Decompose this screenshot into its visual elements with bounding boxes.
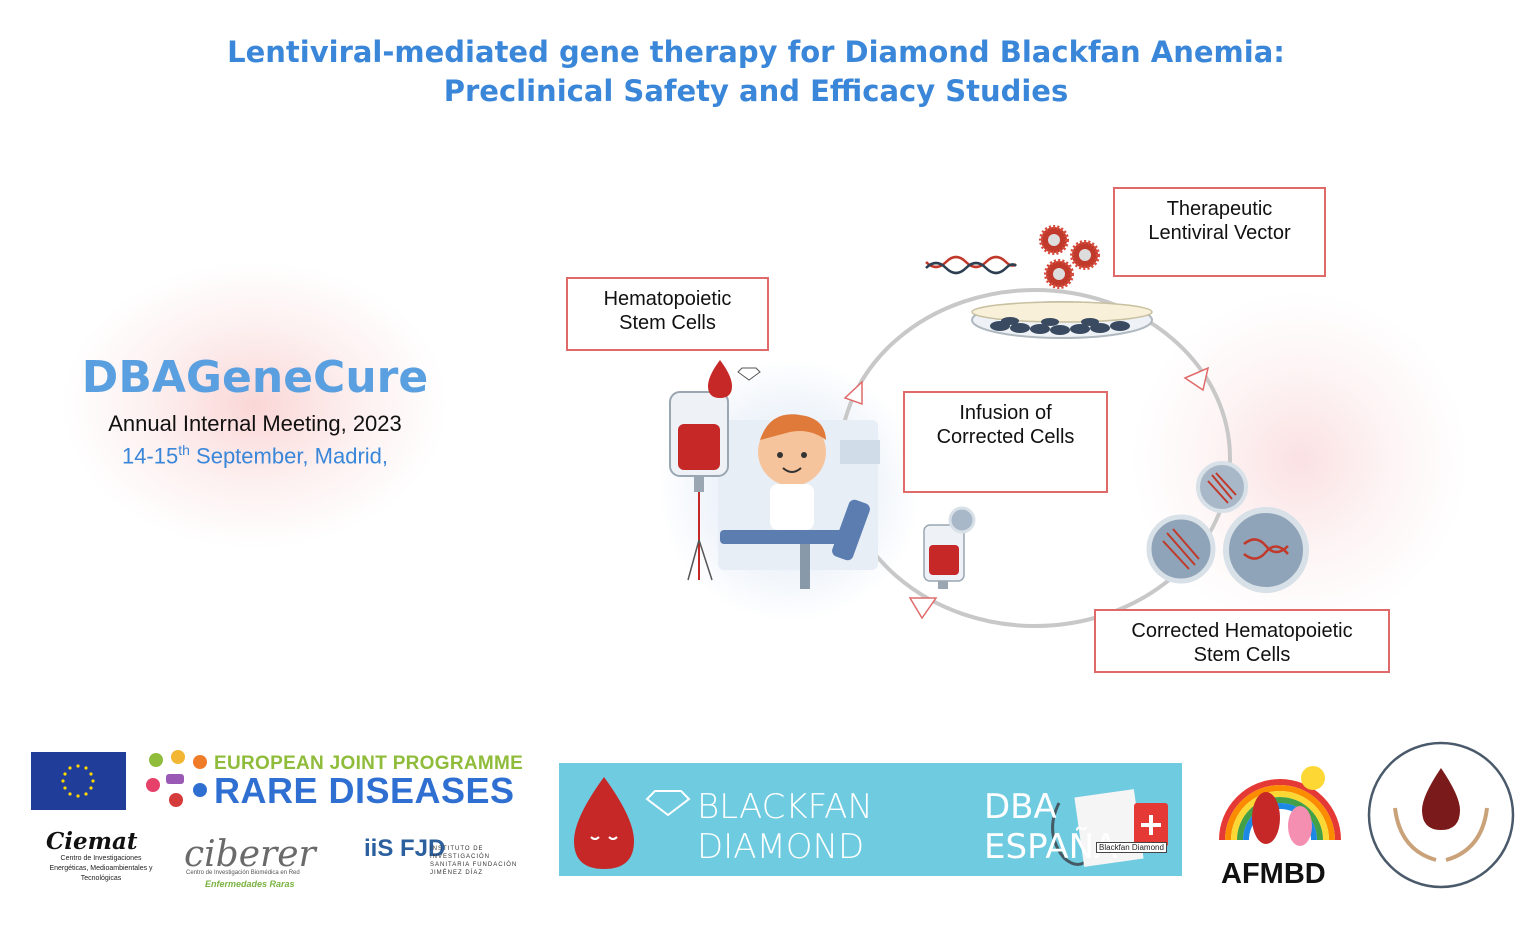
afmbd-name: AFMBD: [1221, 858, 1326, 890]
box-infusion-line1: Infusion of: [959, 402, 1052, 424]
box-infusion: Infusion of Corrected Cells: [903, 391, 1108, 493]
box-corrected-line1: Corrected Hematopoietic: [1131, 620, 1353, 642]
date-suffix: September, Madrid,: [189, 443, 389, 469]
meeting-glow: [60, 260, 450, 550]
title-line-1: Lentiviral-mediated gene therapy for Dia…: [227, 35, 1285, 69]
box-infusion-line2: Corrected Cells: [936, 426, 1075, 448]
ciberer-sub: Centro de Investigación Biomédica en Red: [186, 870, 300, 876]
box-corrected-line2: Stem Cells: [1193, 644, 1291, 666]
box-hsc-line2: Stem Cells: [619, 312, 716, 334]
iis-name: iiS FJD: [364, 835, 446, 862]
corrected-cell: [1196, 461, 1248, 513]
ciemat-name: Ciemat: [46, 828, 138, 855]
ciberer-sub2: Enfermedades Raras: [205, 879, 295, 889]
blackfan-diamond-banner: BLACKFAN DIAMOND DBA ESPAÑA Blackfan Dia…: [559, 763, 1182, 876]
meeting-event: Annual Internal Meeting, 2023: [108, 411, 402, 436]
box-hsc-line1: Hematopoietic: [603, 288, 732, 310]
arrow-icon: [1183, 366, 1210, 392]
afmbd-logo: [1219, 766, 1341, 846]
banner-art: [574, 777, 1168, 869]
corrected-cell: [1146, 514, 1216, 584]
virus-icon: [1044, 259, 1074, 289]
title-line-2: Preclinical Safety and Efficacy Studies: [443, 74, 1069, 108]
eu-flag-icon: [31, 752, 126, 810]
iis-sub: INSTITUTO DE INVESTIGACIÓN SANITARIA FUN…: [430, 846, 518, 876]
ciberer-name: ciberer: [184, 834, 316, 875]
box-vector-line2: Lentiviral Vector: [1148, 222, 1291, 244]
petri-dish-icon: [971, 301, 1153, 339]
arrow-icon: [843, 380, 863, 406]
patient-illustration: [718, 414, 880, 589]
box-hematopoietic-stem-cells: Hematopoietic Stem Cells: [566, 277, 769, 351]
ejp-line2: RARE DISEASES: [214, 770, 515, 811]
date-prefix: 14-15: [121, 443, 179, 469]
dna-icon: [925, 255, 1017, 275]
virus-icon: [1039, 225, 1069, 255]
hands-drop-icon: [1367, 741, 1515, 889]
box-therapeutic-vector: Therapeutic Lentiviral Vector: [1113, 187, 1326, 277]
virus-icon: [1070, 240, 1100, 270]
project-name: DBAGeneCure: [81, 352, 429, 403]
ejp-line1: EUROPEAN JOINT PROGRAMME: [214, 753, 524, 774]
iv-bag-icon: [669, 391, 729, 581]
blood-drop-icon: [708, 360, 732, 398]
date-sup: th: [178, 442, 190, 458]
arrow-icon: [908, 597, 938, 620]
ejp-rare-diseases-logo: [146, 750, 207, 807]
ciemat-sub: Centro de Investigaciones Energéticas, M…: [49, 855, 153, 882]
box-vector-line1: Therapeutic: [1166, 198, 1273, 220]
corrected-cell: [1223, 507, 1309, 593]
meeting-date: 14-15th September, Madrid,: [60, 442, 450, 469]
banner-left-text: BLACKFAN DIAMOND: [697, 787, 873, 867]
box-corrected-hsc: Corrected Hematopoietic Stem Cells: [1094, 609, 1390, 673]
blood-drop-icon: [574, 777, 634, 869]
banner-tag: Blackfan Diamond: [1096, 842, 1167, 853]
diamond-icon: [645, 790, 691, 817]
iv-bag-icon: [923, 506, 976, 589]
banner-right-text: DBA ESPAÑA: [984, 787, 1118, 867]
diamond-icon: [737, 367, 761, 381]
